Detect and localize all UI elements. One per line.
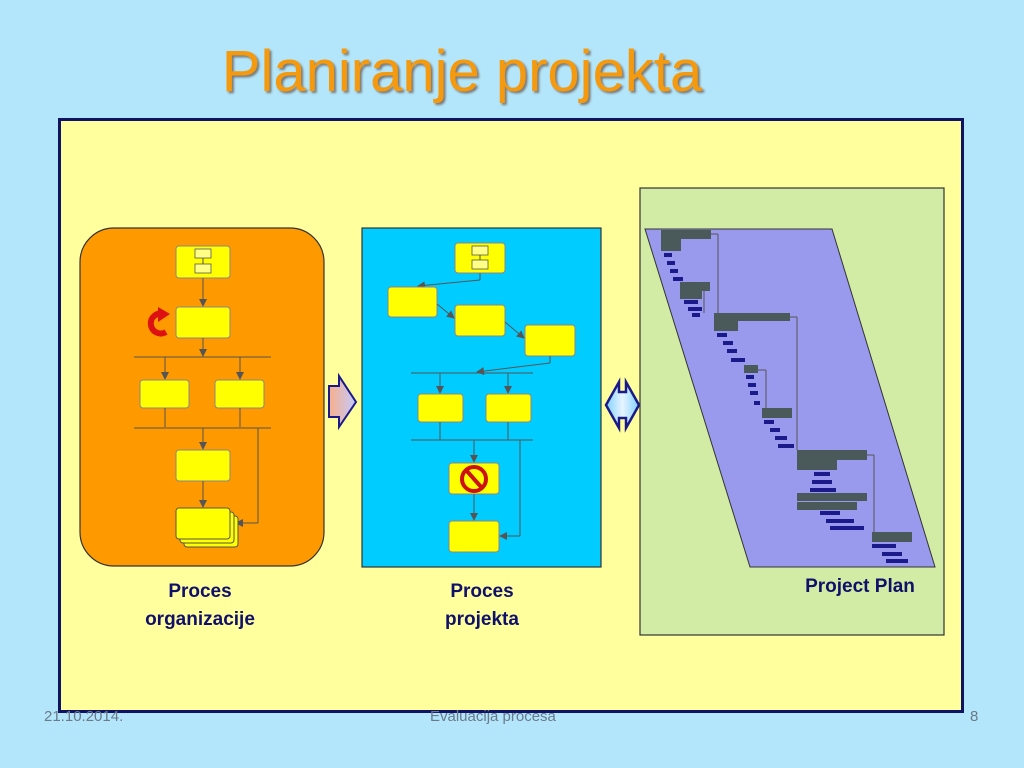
organization-process-label: Proces organizacije xyxy=(145,581,255,630)
footer-date: 21.10.2014. xyxy=(44,708,124,725)
gantt-bar xyxy=(812,480,832,484)
project-process-panel xyxy=(361,227,602,568)
gantt-bar xyxy=(872,532,912,542)
gantt-bar xyxy=(731,358,745,362)
gantt-bar xyxy=(727,349,737,353)
document-stack-icon xyxy=(175,507,239,548)
gantt-bar xyxy=(886,559,908,563)
prohibited-icon xyxy=(460,465,488,493)
gantt-bar xyxy=(744,365,758,373)
gantt-bar xyxy=(667,261,675,265)
parallel-box-left xyxy=(139,379,190,409)
gantt-bar xyxy=(810,488,836,492)
right-arrow-icon xyxy=(328,372,358,431)
circular-arrow-icon xyxy=(147,307,170,337)
gantt-bar xyxy=(830,526,864,530)
gantt-bar xyxy=(762,408,792,418)
gantt-bar xyxy=(797,493,867,501)
step-box xyxy=(175,306,231,339)
gantt-bar xyxy=(797,450,867,460)
gantt-bar xyxy=(797,460,837,470)
gantt-bar xyxy=(714,313,790,321)
gantt-bar xyxy=(872,544,896,548)
merge-box xyxy=(175,449,231,482)
gantt-bar xyxy=(826,519,854,523)
gantt-bar xyxy=(746,375,754,379)
gantt-bar xyxy=(778,444,794,448)
end-box xyxy=(448,520,500,553)
parallel-box-right xyxy=(214,379,265,409)
parallel-box-right xyxy=(485,393,532,423)
gantt-bar xyxy=(673,277,683,281)
project-plan-label: Project Plan xyxy=(805,576,915,597)
gantt-bar xyxy=(680,282,710,291)
footer-page: 8 xyxy=(970,708,979,725)
gantt-bar xyxy=(692,313,700,317)
gantt-bar xyxy=(750,391,758,395)
gantt-bar xyxy=(775,436,787,440)
gantt-bar xyxy=(797,502,857,510)
gantt-bar xyxy=(770,428,780,432)
project-plan-panel xyxy=(639,187,945,636)
gantt-bar xyxy=(764,420,774,424)
slide-title: Planiranje projekta xyxy=(221,39,703,104)
gantt-bar xyxy=(661,230,711,239)
gantt-bar xyxy=(688,307,702,311)
step-box-a xyxy=(387,286,438,318)
organization-process-panel xyxy=(79,227,325,567)
gantt-bar xyxy=(882,552,902,556)
gantt-bar xyxy=(754,401,760,405)
gantt-bar xyxy=(664,253,672,257)
gantt-chart xyxy=(661,230,912,563)
gantt-bar xyxy=(670,269,678,273)
footer-center: Evaluacija procesa xyxy=(430,708,556,725)
gantt-bar xyxy=(814,472,830,476)
gantt-bar xyxy=(820,511,840,515)
step-box-b xyxy=(454,304,506,337)
gantt-bar xyxy=(748,383,756,387)
gantt-bar xyxy=(661,239,681,251)
step-box-c xyxy=(524,324,576,357)
gantt-bar xyxy=(714,321,738,331)
double-arrow-icon xyxy=(604,377,641,433)
gantt-bar xyxy=(684,300,698,304)
project-process-label: Proces projekta xyxy=(445,581,519,630)
gantt-bar xyxy=(680,291,702,299)
gantt-bar xyxy=(717,333,727,337)
gantt-bar xyxy=(723,341,733,345)
parallel-box-left xyxy=(417,393,464,423)
